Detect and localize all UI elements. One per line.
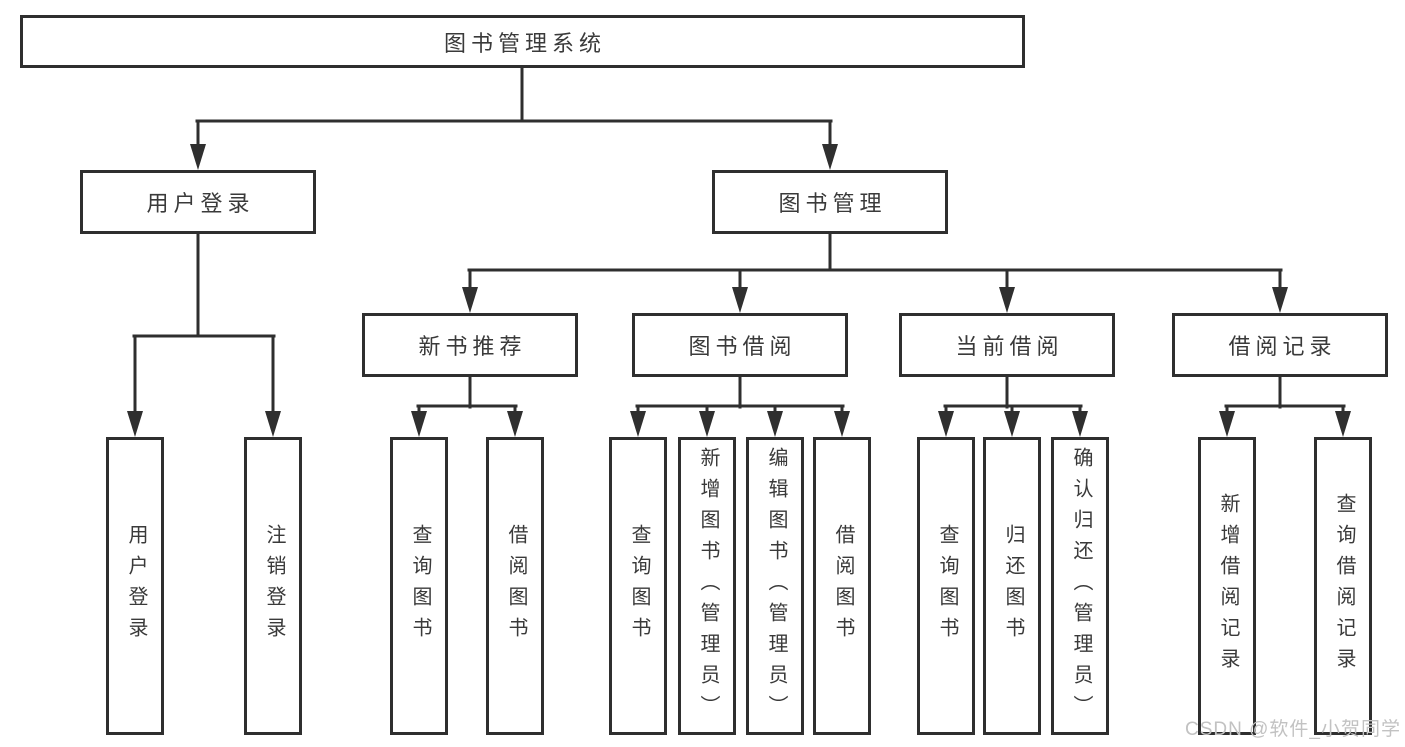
leaf-borrow-books-2: 借阅图书 xyxy=(813,437,871,735)
leaf-add-borrowing-record: 新增借阅记录 xyxy=(1198,437,1256,735)
node-current-borrowing: 当前借阅 xyxy=(899,313,1115,377)
leaf-query-books-3: 查询图书 xyxy=(917,437,975,735)
leaf-query-borrowing-record: 查询借阅记录 xyxy=(1314,437,1372,735)
leaf-query-books-2: 查询图书 xyxy=(609,437,667,735)
node-borrowing-records: 借阅记录 xyxy=(1172,313,1388,377)
leaf-user-login: 用户登录 xyxy=(106,437,164,735)
leaf-return-books: 归还图书 xyxy=(983,437,1041,735)
leaf-query-books: 查询图书 xyxy=(390,437,448,735)
leaf-borrow-books: 借阅图书 xyxy=(486,437,544,735)
node-new-book-recommendation: 新书推荐 xyxy=(362,313,578,377)
leaf-edit-books-admin: 编辑图书（管理员） xyxy=(746,437,804,735)
leaf-add-books-admin: 新增图书（管理员） xyxy=(678,437,736,735)
node-library-management-system: 图书管理系统 xyxy=(20,15,1025,68)
node-user-login: 用户登录 xyxy=(80,170,316,234)
leaf-logout: 注销登录 xyxy=(244,437,302,735)
csdn-watermark: CSDN @软件_小贺同学 xyxy=(1185,719,1401,740)
leaf-confirm-return-admin: 确认归还（管理员） xyxy=(1051,437,1109,735)
node-book-borrowing: 图书借阅 xyxy=(632,313,848,377)
node-book-management: 图书管理 xyxy=(712,170,948,234)
